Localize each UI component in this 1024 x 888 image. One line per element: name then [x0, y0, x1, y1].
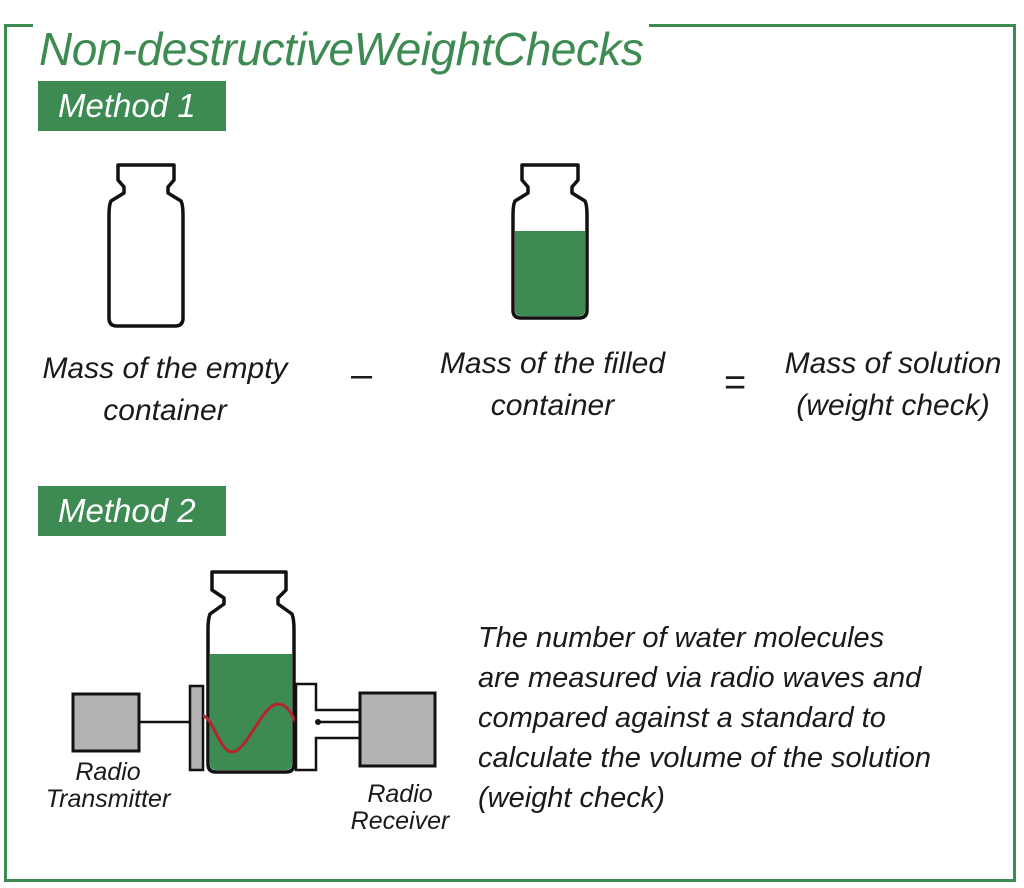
filled-vial-liquid — [515, 231, 585, 316]
radio-transmitter-label: Radio Transmitter — [45, 758, 171, 813]
solution-mass-caption: Mass of solution (weight check) — [784, 347, 1002, 422]
method2-description: The number of water molecules are measur… — [478, 622, 931, 814]
filled-container-caption: Mass of the filled container — [439, 347, 666, 422]
equals-operator: = — [724, 362, 747, 404]
empty-vial — [107, 163, 185, 328]
radio-receiver-label: Radio Receiver — [350, 780, 450, 835]
radio-wave — [202, 702, 298, 754]
receiver-plate — [294, 682, 362, 772]
radio-receiver-box — [358, 691, 437, 768]
radio-apparatus — [71, 570, 437, 774]
page-title: Non-destructiveWeightChecks — [33, 21, 650, 77]
filled-vial — [511, 163, 589, 320]
content-frame: Non-destructiveWeightChecks — [4, 21, 1016, 882]
method1-label: Method 1 — [38, 81, 226, 131]
measurement-vial-liquid — [210, 654, 292, 770]
method2-label: Method 2 — [38, 486, 226, 536]
transmitter-plate — [188, 684, 205, 772]
receiver-connector-dot — [315, 719, 321, 725]
empty-vial-outline — [107, 163, 185, 328]
minus-operator: – — [351, 354, 373, 396]
empty-container-caption: Mass of the empty container — [42, 352, 288, 427]
radio-transmitter-box — [71, 692, 141, 753]
